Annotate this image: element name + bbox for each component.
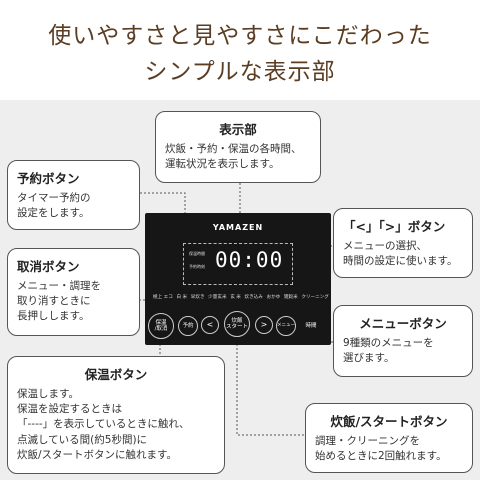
callout-body: 保温します。 保温を設定するときは 「----」を表示しているときに触れ、 点滅… — [17, 388, 190, 461]
menu-indicator: 白 米 — [176, 295, 188, 300]
left-arrow-button[interactable]: < — [201, 316, 219, 334]
menu-indicator: クリーニング — [301, 295, 329, 300]
callout-body: 9種類のメニューを 選びます。 — [343, 337, 434, 365]
callout-title: 表示部 — [219, 122, 257, 137]
keep-warm-cancel-button[interactable]: 保温 /取消 — [148, 313, 174, 339]
menu-button[interactable]: メニュー — [276, 316, 296, 336]
menu-indicator: 極上 エコ — [153, 295, 173, 300]
display-label-keep-warm-time: 保温時間 — [189, 251, 205, 256]
callout-cancel: 取消ボタン メニュー・調理を 取り消すときに 長押しします。 — [7, 248, 140, 336]
display-digits: 00:00 — [215, 248, 284, 272]
callout-title: 保温ボタン — [84, 367, 148, 382]
header: 使いやすさと見やすさにこだわった シンプルな表示部 — [0, 0, 480, 100]
timer-button[interactable]: 予約 — [178, 316, 198, 336]
menu-indicator: 少量玄米 — [208, 295, 227, 300]
callout-title: 取消ボタン — [17, 259, 80, 274]
menu-indicator: 玄 米 — [230, 295, 241, 300]
display-label-timer-time: 予約時刻 — [189, 264, 205, 269]
callout-title: 「<」「>」ボタン — [343, 219, 446, 234]
callout-body: 炊飯・予約・保温の各時間、 運転状況を表示します。 — [165, 143, 302, 171]
callout-body: タイマー予約の 設定をします。 — [17, 192, 91, 220]
menu-indicator: 炊き込み — [244, 295, 263, 300]
callout-title: 予約ボタン — [17, 171, 80, 186]
callout-menu: メニューボタン 9種類のメニューを 選びます。 — [333, 305, 473, 377]
callout-body: メニューの選択、 時間の設定に使います。 — [343, 240, 458, 268]
menu-indicator-row: 極上 エコ 白 米 早炊き 少量玄米 玄 米 炊き込み おかゆ 雑穀米 クリーニ… — [153, 294, 329, 300]
time-button[interactable]: 時間 — [305, 322, 317, 329]
brand-logo: YAMAZEN — [212, 223, 264, 232]
callout-body: メニュー・調理を 取り消すときに 長押しします。 — [17, 280, 101, 323]
callout-start: 炊飯/スタートボタン 調理・クリーニングを 始めるときに2回触れます。 — [305, 403, 473, 473]
callout-keep-warm: 保温ボタン 保温します。 保温を設定するときは 「----」を表示しているときに… — [7, 356, 225, 474]
headline-line-1: 使いやすさと見やすさにこだわった — [48, 23, 432, 49]
menu-indicator: おかゆ — [266, 295, 281, 300]
menu-indicator: 早炊き — [190, 295, 205, 300]
callout-body: 調理・クリーニングを 始めるときに2回触れます。 — [315, 435, 447, 463]
callout-display: 表示部 炊飯・予約・保温の各時間、 運転状況を表示します。 — [155, 111, 321, 183]
callout-title: メニューボタン — [359, 316, 447, 331]
headline-line-2: シンプルな表示部 — [144, 59, 336, 85]
right-arrow-button[interactable]: > — [255, 316, 273, 334]
callout-arrow-buttons: 「<」「>」ボタン メニューの選択、 時間の設定に使います。 — [333, 208, 473, 278]
menu-indicator: 雑穀米 — [283, 295, 298, 300]
start-button[interactable]: 炊飯 スタート — [224, 311, 250, 337]
callout-timer: 予約ボタン タイマー予約の 設定をします。 — [7, 160, 140, 230]
callout-title: 炊飯/スタートボタン — [330, 414, 448, 429]
lcd-display — [183, 243, 293, 285]
